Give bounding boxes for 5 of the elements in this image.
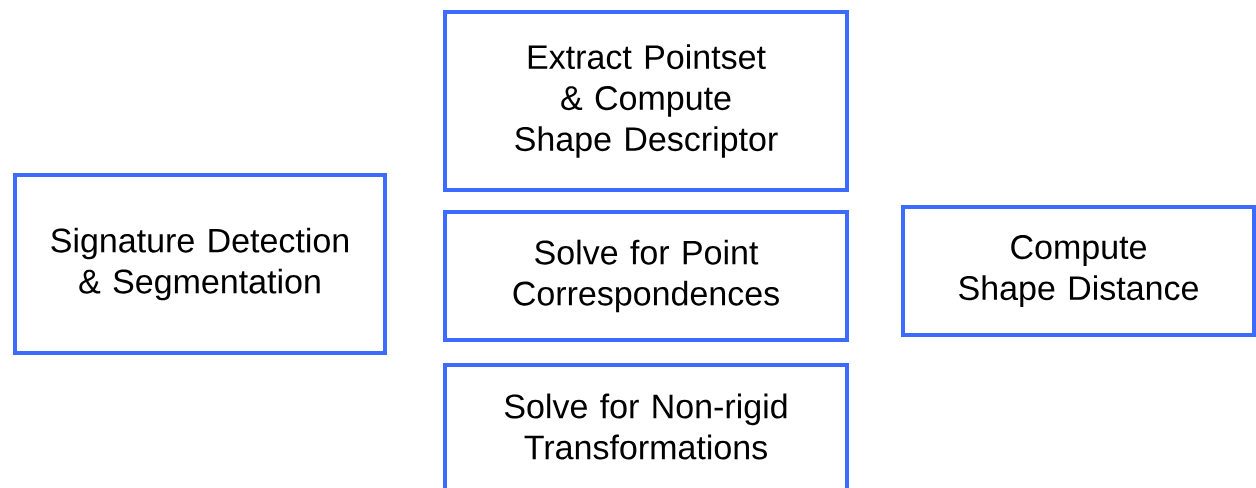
process-box: Solve for Point Correspondences: [443, 210, 849, 342]
process-box: Solve for Non-rigid Transformations: [443, 363, 849, 488]
process-box: Compute Shape Distance: [901, 205, 1256, 337]
process-box: Signature Detection & Segmentation: [13, 173, 387, 355]
process-box: Extract Pointset & Compute Shape Descriptor: [443, 10, 849, 192]
